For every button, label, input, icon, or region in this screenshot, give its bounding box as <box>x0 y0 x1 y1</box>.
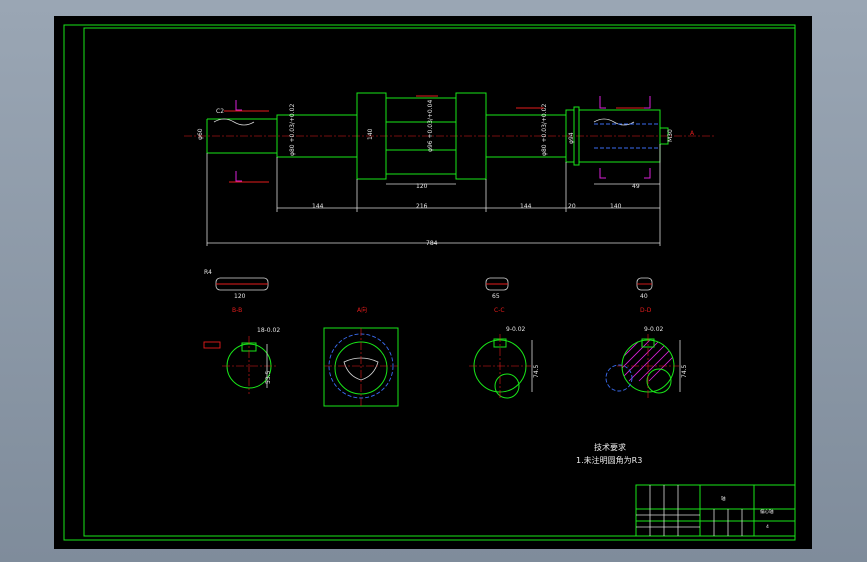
key-1: R4 120 <box>204 269 269 300</box>
title-block-scale: 4 <box>766 524 769 530</box>
view-a-title: A向 <box>357 306 367 314</box>
inner-frame <box>83 27 796 537</box>
section-d-d: D-D 9-0.02 <box>605 307 688 398</box>
length-label-6: 120 <box>416 183 428 190</box>
diam-label-6: φ94 <box>568 132 575 144</box>
section-d-d-title: D-D <box>640 307 652 314</box>
dimensions <box>206 144 661 246</box>
key-3-label: 40 <box>640 293 648 300</box>
section-b-b: B-B 18-0.02 53.5 <box>203 307 280 394</box>
diam-label-3: 140 <box>367 128 374 140</box>
section-d-d-dim-top: 9-0.02 <box>644 326 664 333</box>
end-mark: A <box>690 130 695 137</box>
key-1-label: 120 <box>234 293 246 300</box>
section-b-b-dim-top: 18-0.02 <box>257 327 280 334</box>
length-label-8: 784 <box>426 240 438 247</box>
technical-notes: 技术要求 1.未注明圆角为R3 <box>576 442 642 465</box>
title-block-drawing-name: 偏心轴 <box>760 508 774 515</box>
length-label-1: 144 <box>312 203 324 210</box>
diam-label-2: φ80 +0.03/+0.02 <box>289 104 296 156</box>
shaft-outline <box>206 92 669 180</box>
section-c-c: C-C 9-0.02 74.5 <box>469 307 540 399</box>
length-label-3: 144 <box>520 203 532 210</box>
tech-notes-title: 技术要求 <box>594 442 626 452</box>
title-block: 轴 偏心轴 4 <box>635 484 796 537</box>
shaft-labels: C2 φ60 φ80 +0.03/+0.02 140 φ96 +0.03/+0.… <box>197 100 695 247</box>
chamfer-label: C2 <box>216 108 224 115</box>
drawing-canvas[interactable]: C2 φ60 φ80 +0.03/+0.02 140 φ96 +0.03/+0.… <box>54 16 812 549</box>
diam-label-5: φ80 +0.03/+0.02 <box>541 104 548 156</box>
key-2: 65 <box>485 277 509 300</box>
diam-label-4: φ96 +0.03/+0.04 <box>427 100 434 152</box>
key-2-label: 65 <box>492 293 500 300</box>
key-3: 40 <box>636 277 653 300</box>
length-label-2: 216 <box>416 203 428 210</box>
section-c-c-dim-top: 9-0.02 <box>506 326 526 333</box>
length-label-7: 49 <box>632 183 640 190</box>
length-label-5: 140 <box>610 203 622 210</box>
diam-label-1: φ60 <box>197 128 204 140</box>
view-a: A向 <box>323 306 399 407</box>
section-c-c-title: C-C <box>494 307 505 314</box>
section-b-b-dim-side: 53.5 <box>265 370 272 384</box>
section-b-b-title: B-B <box>232 307 242 314</box>
title-block-part-name: 轴 <box>721 495 726 502</box>
length-label-4: 20 <box>568 203 576 210</box>
key-1-note: R4 <box>204 269 212 276</box>
section-d-d-dim-side: 74.5 <box>681 364 688 378</box>
diam-label-7: M30 <box>667 129 674 142</box>
section-markers <box>224 95 651 183</box>
section-c-c-dim-side: 74.5 <box>533 364 540 378</box>
tech-notes-line1: 1.未注明圆角为R3 <box>576 455 642 465</box>
drawing-sheet[interactable]: C2 φ60 φ80 +0.03/+0.02 140 φ96 +0.03/+0.… <box>54 16 812 549</box>
